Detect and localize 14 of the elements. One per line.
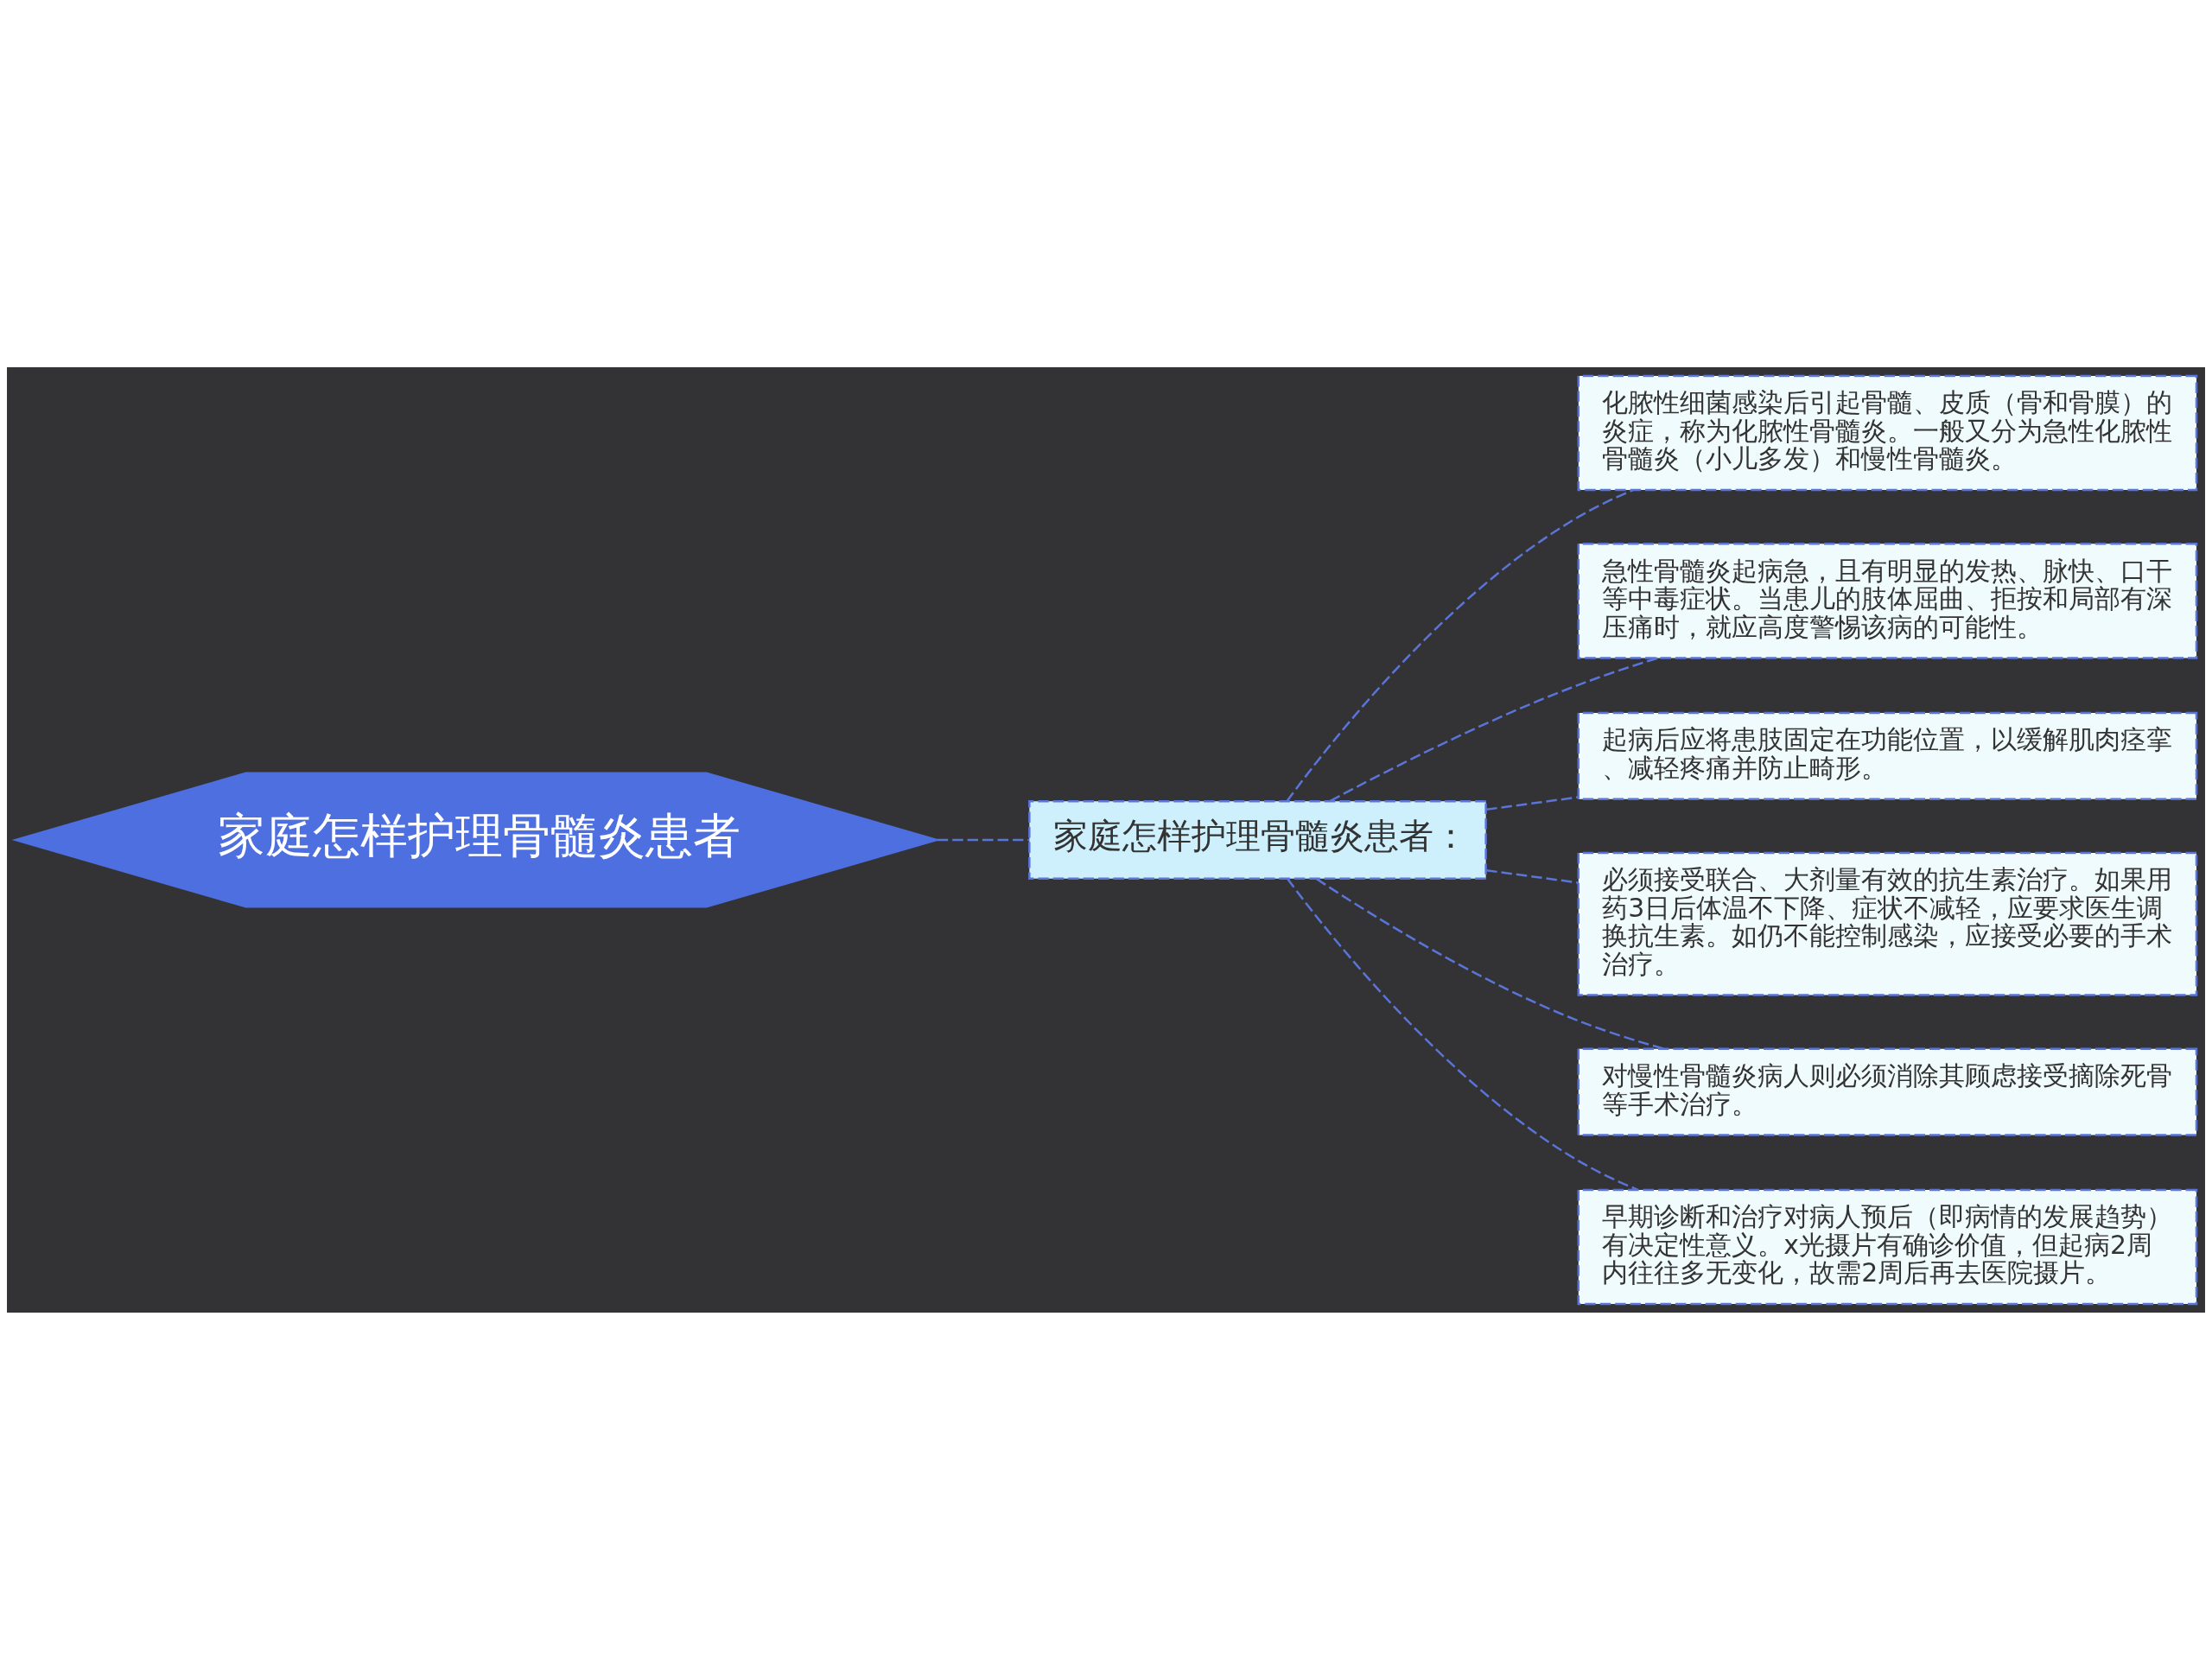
node-box: 起病后应将患肢固定在功能位置，以缓解肌肉痉挛、减轻疼痛并防止畸形。 bbox=[1577, 711, 2198, 800]
node-box: 必须接受联合、大剂量有效的抗生素治疗。如果用药3日后体温不下降、症状不减轻，应要求医生调换抗生素。如仍不能控制感染，应接受必要的手术治疗。 bbox=[1577, 851, 2198, 996]
connector bbox=[1329, 656, 1658, 802]
node-box: 早期诊断和治疗对病人预后（即病情的发展趋势）有决定性意义。x光摄片有确诊价值，但起病2周内往往多无变化，故需2周后再去医院摄片。 bbox=[1577, 1188, 2198, 1305]
connector bbox=[1486, 795, 1579, 811]
connector bbox=[937, 838, 1029, 841]
connector bbox=[1486, 868, 1579, 884]
connector bbox=[1286, 488, 1634, 802]
node-box: 家庭怎样护理骨髓炎患者： bbox=[1028, 799, 1487, 880]
connector bbox=[1287, 877, 1638, 1191]
node-box: 急性骨髓炎起病急，且有明显的发热、脉快、口干等中毒症状。当患儿的肢体屈曲、拒按和局部有深压痛时，就应高度警惕该病的可能性。 bbox=[1577, 542, 2198, 659]
node-box: 化脓性细菌感染后引起骨髓、皮质（骨和骨膜）的炎症，称为化脓性骨髓炎。一般又分为急性化脓性骨髓炎（小儿多发）和慢性骨髓炎。 bbox=[1577, 374, 2198, 491]
node-box: 对慢性骨髓炎病人则必须消除其顾虑接受摘除死骨等手术治疗。 bbox=[1577, 1047, 2198, 1136]
connector bbox=[1316, 877, 1665, 1050]
